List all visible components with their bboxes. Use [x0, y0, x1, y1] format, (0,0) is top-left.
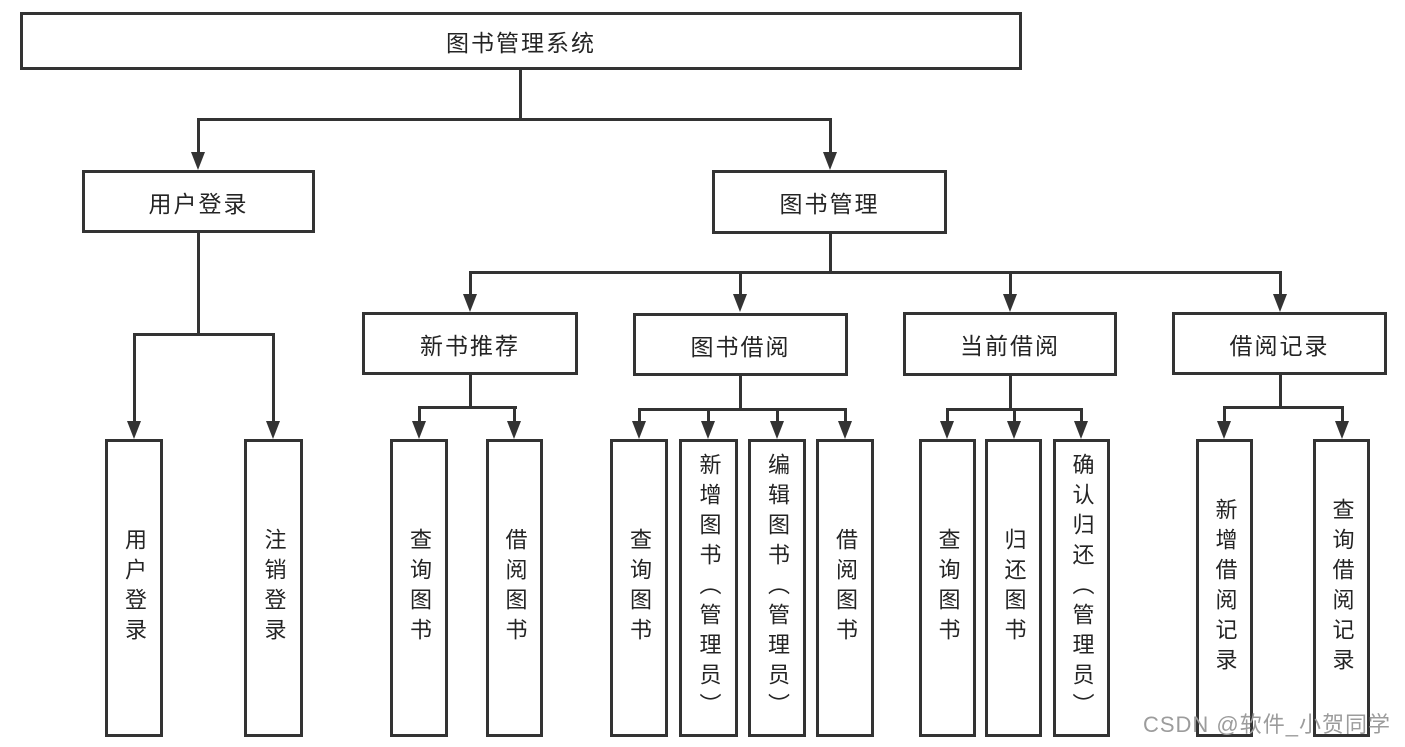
- node-borrowing-records: 借阅记录: [1172, 312, 1387, 375]
- arrow-down-icon: [838, 421, 852, 439]
- leaf-query-books-current: 查询图书: [919, 439, 976, 737]
- leaf-add-borrow-record: 新增借阅记录: [1196, 439, 1253, 737]
- connector-line: [739, 376, 742, 411]
- arrow-down-icon: [1003, 294, 1017, 312]
- leaf-query-books-recommend: 查询图书: [390, 439, 448, 737]
- arrow-down-icon: [1217, 421, 1231, 439]
- arrow-down-icon: [191, 152, 205, 170]
- connector-line: [1279, 271, 1282, 298]
- node-user-login-group: 用户登录: [82, 170, 315, 233]
- connector-line: [133, 333, 136, 427]
- connector-line: [418, 406, 517, 409]
- connector-line: [418, 406, 421, 427]
- connector-line: [1013, 408, 1016, 427]
- arrow-down-icon: [1074, 421, 1088, 439]
- node-current-borrowing: 当前借阅: [903, 312, 1117, 376]
- arrow-down-icon: [940, 421, 954, 439]
- connector-line: [1223, 406, 1344, 409]
- leaf-user-login: 用户登录: [105, 439, 163, 737]
- arrow-down-icon: [701, 421, 715, 439]
- connector-line: [638, 408, 847, 411]
- connector-line: [1279, 375, 1282, 409]
- connector-line: [469, 271, 472, 298]
- connector-line: [1341, 406, 1344, 427]
- connector-line: [519, 70, 522, 119]
- node-book-borrowing: 图书借阅: [633, 313, 848, 376]
- arrow-down-icon: [507, 421, 521, 439]
- arrow-down-icon: [770, 421, 784, 439]
- arrow-down-icon: [266, 421, 280, 439]
- leaf-borrow-books-recommend: 借阅图书: [486, 439, 543, 737]
- connector-line: [1080, 408, 1083, 427]
- connector-line: [1009, 376, 1012, 411]
- arrow-down-icon: [823, 152, 837, 170]
- leaf-logout: 注销登录: [244, 439, 303, 737]
- leaf-return-book: 归还图书: [985, 439, 1042, 737]
- arrow-down-icon: [412, 421, 426, 439]
- node-new-book-recommendation: 新书推荐: [362, 312, 578, 375]
- connector-line: [197, 118, 200, 156]
- connector-line: [707, 408, 710, 427]
- connector-line: [133, 333, 275, 336]
- leaf-edit-book-admin: 编辑图书（管理员）: [748, 439, 806, 737]
- arrow-down-icon: [1007, 421, 1021, 439]
- connector-line: [1009, 271, 1012, 298]
- connector-line: [829, 234, 832, 274]
- leaf-borrow-books-borrowing: 借阅图书: [816, 439, 874, 737]
- arrow-down-icon: [733, 294, 747, 312]
- connector-line: [776, 408, 779, 427]
- node-book-management: 图书管理: [712, 170, 947, 234]
- arrow-down-icon: [632, 421, 646, 439]
- connector-line: [829, 118, 832, 156]
- leaf-query-borrow-record: 查询借阅记录: [1313, 439, 1370, 737]
- connector-line: [739, 271, 742, 298]
- connector-line: [844, 408, 847, 427]
- connector-line: [197, 118, 832, 121]
- connector-line: [946, 408, 949, 427]
- connector-line: [469, 375, 472, 409]
- node-root: 图书管理系统: [20, 12, 1022, 70]
- connector-line: [197, 233, 200, 336]
- leaf-query-books-borrowing: 查询图书: [610, 439, 668, 737]
- connector-line: [1223, 406, 1226, 427]
- connector-line: [469, 271, 1282, 274]
- arrow-down-icon: [463, 294, 477, 312]
- leaf-add-book-admin: 新增图书（管理员）: [679, 439, 738, 737]
- watermark: CSDN @软件_小贺同学: [1142, 712, 1391, 737]
- leaf-confirm-return-admin: 确认归还（管理员）: [1053, 439, 1110, 737]
- arrow-down-icon: [1335, 421, 1349, 439]
- connector-line: [513, 406, 516, 427]
- arrow-down-icon: [127, 421, 141, 439]
- connector-line: [272, 333, 275, 427]
- arrow-down-icon: [1273, 294, 1287, 312]
- connector-line: [638, 408, 641, 427]
